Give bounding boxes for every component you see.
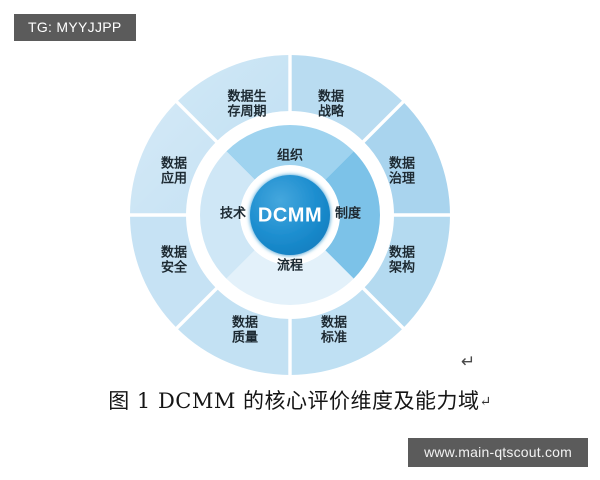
inner-ring-group: [197, 122, 383, 308]
outer-segment-data-strategy[interactable]: [290, 55, 404, 142]
center-circle[interactable]: [250, 175, 330, 255]
caption-return-mark: ↵: [479, 394, 492, 410]
inner-segment-process[interactable]: [224, 240, 356, 308]
outer-ring-group: [130, 55, 450, 375]
inner-ring-outline: [196, 121, 384, 309]
figure-caption-text: 图 1 DCMM 的核心评价维度及能力域: [108, 389, 480, 413]
outer-ring-dividers: [128, 53, 452, 377]
outer-segment-data-quality[interactable]: [176, 288, 290, 376]
inner-segment-system[interactable]: [315, 149, 383, 281]
telegram-channel-badge: TG: MYYJJPP: [14, 14, 136, 41]
outer-segment-data-governance[interactable]: [363, 101, 451, 215]
outer-segment-data-architecture[interactable]: [363, 215, 451, 329]
site-watermark: www.main-qtscout.com: [408, 438, 588, 467]
outer-segment-data-security[interactable]: [130, 215, 217, 329]
inner-segment-technology[interactable]: [197, 149, 265, 281]
inner-segment-organization[interactable]: [224, 122, 356, 190]
paragraph-return-mark: ↵: [461, 352, 476, 372]
figure-caption: 图 1 DCMM 的核心评价维度及能力域↵: [0, 385, 600, 415]
outer-segment-data-standard[interactable]: [290, 288, 404, 376]
